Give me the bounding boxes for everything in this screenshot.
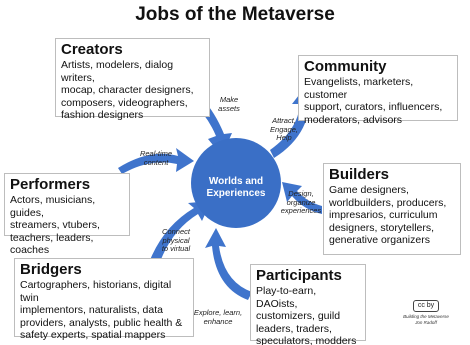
community-title: Community [304,58,387,75]
bridgers-line: providers, analysts, public health & [20,316,183,329]
label-line: physical [162,235,190,245]
creators-line: Artists, modelers, dialog writers, [61,59,174,84]
label-line: assets [218,103,240,113]
label-line: Explore, learn, [193,308,243,317]
bridgers-line: Cartographers, historians, digital twin [20,279,172,304]
participants-line: customizers, guild [256,310,341,323]
participants-line: speculators, modders [256,335,357,345]
builders-line: Game designers, [329,184,409,196]
center-label-line2: Experiences [206,188,266,199]
credit-text: Building the Metaverse Jon Radoff [396,314,456,325]
builders-line: impresarios, curriculum [329,209,438,222]
community-line: support, curators, influencers, [304,101,443,114]
creators-line: composers, videographers, [61,96,188,109]
performers-line: Actors, musicians, guides, [10,194,96,219]
arrow-bridgers [150,201,211,262]
arrow-participants [205,228,252,300]
bridgers-line: implementors, naturalists, data [20,304,163,317]
center-label-line1: Worlds and [208,176,264,187]
performers-title: Performers [10,176,91,193]
community-line: Evangelists, marketers, customer [304,76,414,101]
performers-box: Performers Actors, musicians, guides, st… [4,173,130,256]
label-attract-engage-help: Attract, Engage, Help [264,116,304,143]
label-connect-physical: Connect physical to virtual [154,227,198,254]
label-explore-learn: Explore, learn, enhance [190,308,246,326]
label-line: Real-time [139,149,173,158]
bridgers-title: Bridgers [20,261,82,278]
creators-line: mocap, character designers, [61,84,194,97]
participants-line: leaders, traders, [256,322,332,335]
performers-description: Actors, musicians, guides, streamers, vt… [5,193,129,257]
participants-title: Participants [256,267,342,284]
community-description: Evangelists, marketers, customer support… [299,75,457,126]
builders-box: Builders Game designers, worldbuilders, … [323,163,461,255]
page-title: Jobs of the Metaverse [135,4,335,25]
creators-description: Artists, modelers, dialog writers, mocap… [56,58,209,122]
label-line: Make [219,95,239,104]
bridgers-box: Bridgers Cartographers, historians, digi… [14,258,194,341]
bridgers-description: Cartographers, historians, digital twin … [15,278,193,342]
participants-line: Play-to-earn, DAOists, [256,285,317,310]
performers-line: streamers, vtubers, [10,219,100,232]
label-line: Attract, [272,116,296,125]
builders-line: worldbuilders, producers, [329,196,447,209]
label-line: Help [276,133,292,142]
builders-line: designers, storytellers, [329,221,435,234]
label-line: to virtual [161,244,191,253]
arrow-creators [163,80,232,156]
participants-description: Play-to-earn, DAOists, customizers, guil… [251,284,365,345]
bridgers-line: safety experts, spatial mappers [20,329,166,342]
label-line: organize [286,197,316,207]
label-design-organize: Design, organize experiences [278,189,324,216]
builders-title: Builders [329,166,390,183]
creators-box: Creators Artists, modelers, dialog write… [55,38,210,121]
builders-description: Game designers, worldbuilders, producers… [324,183,460,247]
creators-line: fashion designers [61,109,144,122]
label-line: content [143,157,169,167]
arrow-builders [282,182,322,214]
credit-line: Building the Metaverse [403,314,449,319]
arrow-performers [118,148,194,174]
performers-line: teachers, leaders, coaches [10,231,94,257]
credit-line: Jon Radoff [415,319,437,325]
community-box: Community Evangelists, marketers, custom… [298,55,458,126]
community-line: moderators, advisors [304,113,403,126]
label-line: enhance [203,316,233,326]
label-line: Connect [162,227,190,236]
builders-line: generative organizers [329,234,430,247]
center-label: Worlds and Experiences [188,176,284,200]
center-circle [191,138,281,228]
label-make-assets: Make assets [212,95,246,113]
creators-title: Creators [61,41,123,58]
participants-box: Participants Play-to-earn, DAOists, cust… [250,264,366,345]
label-realtime-content: Real-time content [134,149,178,167]
label-line: Design, [288,189,314,198]
creative-commons-icon: cc by [413,300,439,312]
label-line: Engage, [270,124,298,134]
label-line: experiences [280,206,322,215]
